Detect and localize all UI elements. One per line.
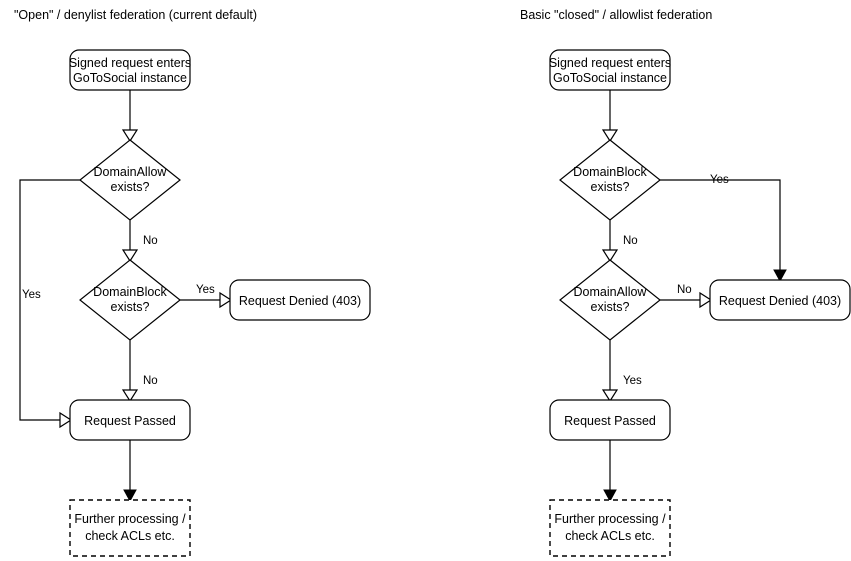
node-decision-domainblock-right-line2: exists? xyxy=(591,180,630,194)
node-request-passed-left-label: Request Passed xyxy=(84,414,176,428)
edge-label-domainallow-yes-right: Yes xyxy=(623,375,642,387)
edge-domainblock-yes-right: Yes xyxy=(660,174,787,283)
edge-domainallow-no-left: No xyxy=(121,220,158,263)
edge-label-domainblock-no-right: No xyxy=(623,235,638,247)
node-entry-left: Signed request enters GoToSocial instanc… xyxy=(69,49,191,91)
edge-domainblock-no-right: No xyxy=(601,220,638,263)
node-decision-domainallow-left-line2: exists? xyxy=(111,180,150,194)
node-entry-right-line2: GoToSocial instance xyxy=(553,71,667,85)
node-decision-domainblock-left-line1: DomainBlock xyxy=(93,285,167,299)
node-decision-domainblock-right: DomainBlock exists? xyxy=(559,139,661,221)
edge-label-domainblock-yes-left: Yes xyxy=(196,284,215,296)
edge-passed-to-further-left xyxy=(123,440,137,503)
arrowhead-open-icon xyxy=(601,249,619,263)
arrowhead-open-icon xyxy=(699,291,713,309)
node-entry-right-line1: Signed request enters xyxy=(549,56,671,70)
node-decision-domainallow-right: DomainAllow exists? xyxy=(559,259,661,341)
arrowhead-open-icon xyxy=(219,291,233,309)
node-further-processing-right-line1: Further processing / xyxy=(554,512,666,526)
node-entry-right: Signed request enters GoToSocial instanc… xyxy=(549,49,671,91)
node-request-denied-left-shape xyxy=(229,279,371,321)
node-request-denied-right-shape xyxy=(709,279,851,321)
edge-label-domainallow-no-left: No xyxy=(143,235,158,247)
diagram-title-open-denylist: "Open" / denylist federation (current de… xyxy=(14,8,257,22)
diagram-closed-allowlist: Basic "closed" / allowlist federation Si… xyxy=(520,8,851,557)
node-request-denied-right: Request Denied (403) xyxy=(709,279,851,321)
node-request-passed-left: Request Passed xyxy=(69,399,191,441)
node-decision-domainallow-left: DomainAllow exists? xyxy=(79,139,181,221)
node-request-passed-right: Request Passed xyxy=(549,399,671,441)
diagram-title-closed-allowlist: Basic "closed" / allowlist federation xyxy=(520,8,712,22)
node-further-processing-left-line1: Further processing / xyxy=(74,512,186,526)
edge-passed-to-further-right xyxy=(603,440,617,503)
node-further-processing-right-line2: check ACLs etc. xyxy=(565,529,655,543)
node-decision-domainallow-left-line1: DomainAllow xyxy=(94,165,168,179)
node-request-denied-right-label: Request Denied (403) xyxy=(719,294,841,308)
edge-domainblock-yes-left: Yes xyxy=(180,284,233,309)
node-further-processing-left-line2: check ACLs etc. xyxy=(85,529,175,543)
node-further-processing-right: Further processing / check ACLs etc. xyxy=(549,499,671,557)
edge-domainallow-yes-left-line xyxy=(19,179,80,421)
edge-label-domainallow-yes-left: Yes xyxy=(22,289,41,301)
arrowhead-open-icon xyxy=(59,411,73,429)
node-decision-domainallow-right-line2: exists? xyxy=(591,300,630,314)
node-request-denied-left: Request Denied (403) xyxy=(229,279,371,321)
arrowhead-open-icon xyxy=(121,129,139,143)
node-entry-left-line2: GoToSocial instance xyxy=(73,71,187,85)
node-further-processing-right-shape xyxy=(549,499,671,557)
edge-domainallow-no-right: No xyxy=(660,284,713,309)
edge-domainblock-no-left: No xyxy=(121,340,158,403)
node-request-passed-right-label: Request Passed xyxy=(564,414,656,428)
arrowhead-open-icon xyxy=(121,249,139,263)
node-decision-domainblock-left: DomainBlock exists? xyxy=(79,259,181,341)
arrowhead-filled-icon xyxy=(773,269,787,283)
arrowhead-open-icon xyxy=(601,389,619,403)
edge-domainallow-yes-left: Yes xyxy=(19,179,80,429)
arrowhead-open-icon xyxy=(601,129,619,143)
arrowhead-filled-icon xyxy=(123,489,137,503)
node-request-denied-left-label: Request Denied (403) xyxy=(239,294,361,308)
node-further-processing-left: Further processing / check ACLs etc. xyxy=(69,499,191,557)
node-decision-domainallow-right-line1: DomainAllow xyxy=(574,285,648,299)
node-entry-left-line1: Signed request enters xyxy=(69,56,191,70)
node-decision-domainblock-left-line2: exists? xyxy=(111,300,150,314)
edge-label-domainallow-no-right: No xyxy=(677,284,692,296)
edge-label-domainblock-yes-right: Yes xyxy=(710,174,729,186)
edge-entry-to-domainblock-right xyxy=(601,90,619,143)
edge-label-domainblock-no-left: No xyxy=(143,375,158,387)
edge-domainblock-yes-right-line xyxy=(660,179,781,274)
edge-domainallow-yes-right: Yes xyxy=(601,340,642,403)
arrowhead-open-icon xyxy=(121,389,139,403)
arrowhead-filled-icon xyxy=(603,489,617,503)
edge-entry-to-domainallow-left xyxy=(121,90,139,143)
node-decision-domainblock-right-line1: DomainBlock xyxy=(573,165,647,179)
diagram-open-denylist: "Open" / denylist federation (current de… xyxy=(14,8,371,557)
node-further-processing-left-shape xyxy=(69,499,191,557)
